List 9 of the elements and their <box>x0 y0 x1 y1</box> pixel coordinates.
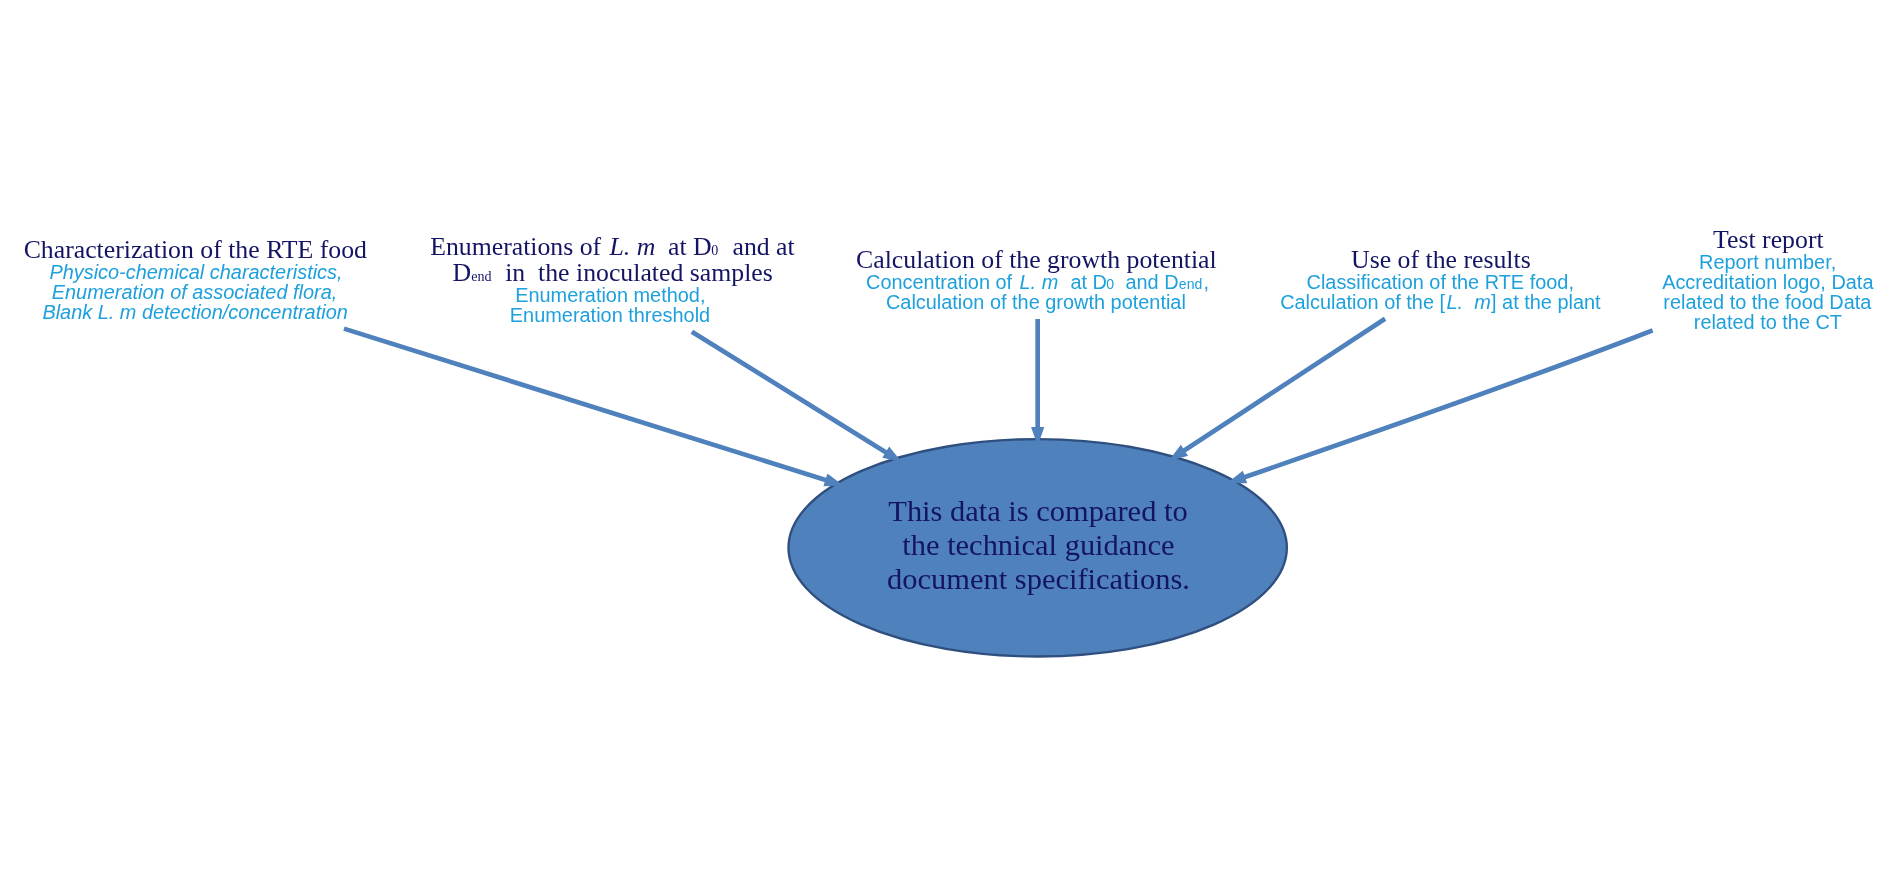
arrow <box>1227 327 1654 483</box>
arrow <box>1168 316 1387 461</box>
node-text: Use of the results Classification of the RTE food, Calculation of the [L. m] at the plant <box>1280 244 1601 313</box>
node-text: Characterization of the RTE food Physico-chemical characteristics, Enumeration of associated flora, Blank L. m detection/concentration <box>23 234 367 323</box>
arrow <box>690 329 902 462</box>
node-text: Calculation of the growth potential Concentration of L. m at D0 and Dend, Calculation of the growth potential <box>856 244 1217 313</box>
node-text: Enumerations of L. m at D0 and at Dend in the inoculated samples Enumeration method, Enumeration threshold <box>430 231 795 326</box>
node-ellipse: This data is compared to the technical guidance document specifications. <box>787 437 1288 658</box>
node-text: Test report Report number, Accreditation logo, Data related to the food Data related to the CT <box>1662 224 1874 333</box>
